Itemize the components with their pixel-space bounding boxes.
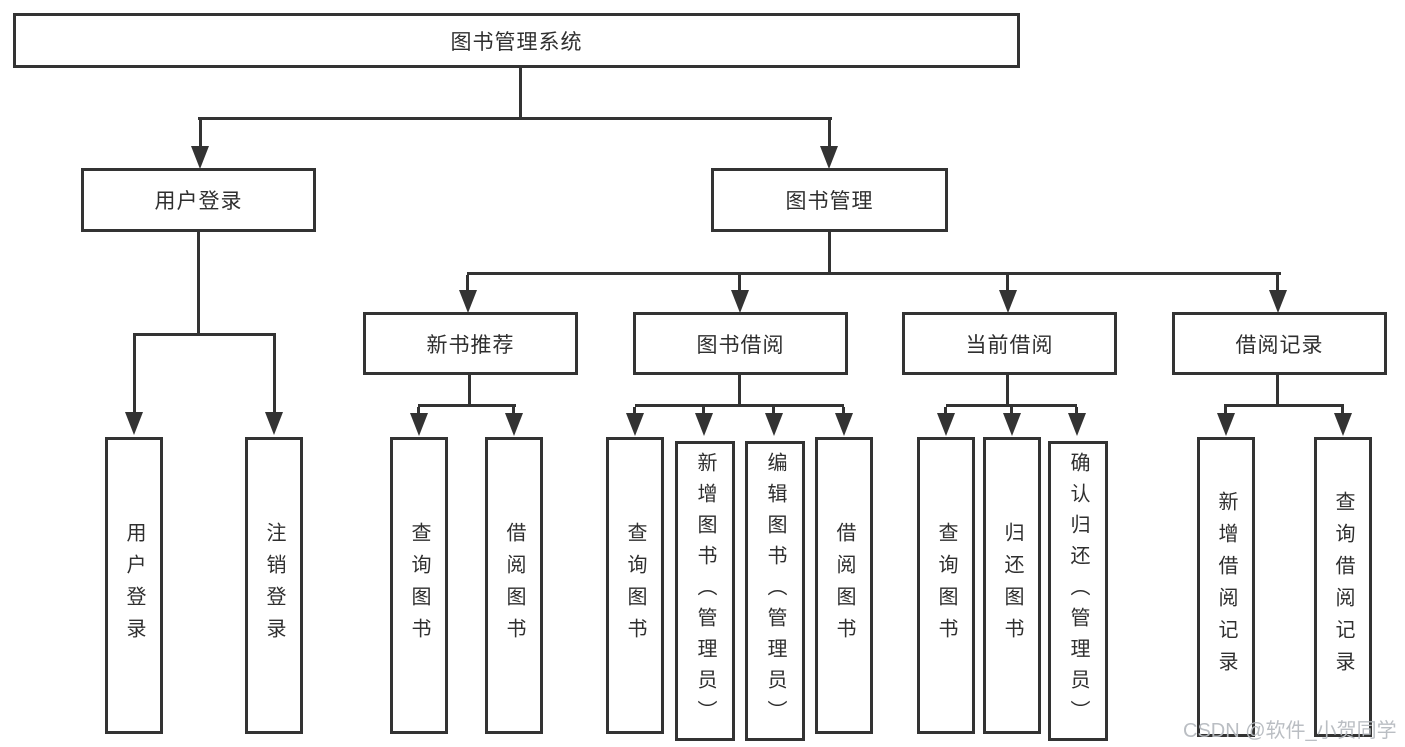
leaf-label: 注销登录	[263, 521, 285, 650]
node-add-borrow-record: 新增借阅记录	[1197, 437, 1255, 737]
leaf-label: 确认归还（管理员）	[1067, 451, 1089, 731]
leaf-label: 用户登录	[123, 521, 145, 650]
leaf-label: 借阅图书	[833, 521, 855, 650]
connector-db-stem2	[1010, 407, 1013, 414]
node-query-borrow-record: 查询借阅记录	[1314, 437, 1372, 737]
node-user-login: 用户登录	[105, 437, 163, 734]
connector-rb-bar	[1224, 404, 1344, 407]
connector-jb-bar	[635, 404, 844, 407]
csdn-watermark: CSDN @软件_小贺同学	[1183, 720, 1397, 742]
connector-jb-stem4	[842, 407, 845, 414]
leaf-label: 查询图书	[408, 521, 430, 650]
arrowhead-borrow-records	[1269, 290, 1287, 313]
arrowhead-jb-3	[765, 413, 783, 436]
connector-nb-stem2	[512, 407, 515, 414]
node-edit-book-admin: 编辑图书（管理员）	[745, 441, 805, 741]
connector-db-down	[1006, 375, 1009, 406]
connector-level2-bar	[198, 117, 832, 120]
connector-root-stem	[519, 68, 522, 120]
leaf-label: 新增借阅记录	[1215, 491, 1237, 683]
connector-jb-stem2	[702, 407, 705, 414]
node-user-login-branch: 用户登录	[81, 168, 316, 232]
connector-ul-bar	[133, 333, 276, 336]
connector-rb-stem2	[1341, 407, 1344, 414]
connector-ul-down	[197, 232, 200, 335]
arrowhead-user-login	[191, 146, 209, 169]
connector-nb-stem1	[417, 407, 420, 414]
connector-jb-down	[738, 375, 741, 406]
connector-jb-stem1	[633, 407, 636, 414]
arrowhead-jb-2	[695, 413, 713, 436]
arrowhead-new-book	[459, 290, 477, 313]
node-book-management: 图书管理	[711, 168, 948, 232]
arrowhead-ul-child1	[125, 412, 143, 435]
connector-l3-stem-4	[1276, 275, 1279, 291]
node-borrowing-records: 借阅记录	[1172, 312, 1387, 375]
connector-nb-bar	[418, 404, 516, 407]
connector-ul-child2-stem	[273, 336, 276, 413]
arrowhead-db-1	[937, 413, 955, 436]
connector-l3-stem-3	[1006, 275, 1009, 291]
node-query-books-recommend: 查询图书	[390, 437, 448, 734]
connector-rb-down	[1276, 375, 1279, 406]
node-logout: 注销登录	[245, 437, 303, 734]
leaf-label: 查询图书	[624, 521, 646, 650]
connector-level3-bar	[467, 272, 1281, 275]
connector-user-login-stem	[199, 120, 202, 147]
connector-db-stem1	[944, 407, 947, 414]
node-borrow-books: 借阅图书	[815, 437, 873, 734]
arrowhead-rb-2	[1334, 413, 1352, 436]
connector-bm-down	[828, 232, 831, 274]
connector-db-bar	[946, 404, 1077, 407]
connector-l3-stem-1	[466, 275, 469, 291]
arrowhead-nb-1	[410, 413, 428, 436]
connector-rb-stem1	[1224, 407, 1227, 414]
arrowhead-db-2	[1003, 413, 1021, 436]
node-library-management-system: 图书管理系统	[13, 13, 1020, 68]
node-new-book-recommendation: 新书推荐	[363, 312, 578, 375]
leaf-label: 归还图书	[1001, 521, 1023, 650]
arrowhead-ul-child2	[265, 412, 283, 435]
node-current-borrowing: 当前借阅	[902, 312, 1117, 375]
leaf-label: 新增图书（管理员）	[694, 451, 716, 731]
connector-book-mgmt-stem	[828, 120, 831, 147]
node-add-book-admin: 新增图书（管理员）	[675, 441, 735, 741]
arrowhead-jb-4	[835, 413, 853, 436]
arrowhead-db-3	[1068, 413, 1086, 436]
node-query-books-borrow: 查询图书	[606, 437, 664, 734]
arrowhead-book-mgmt	[820, 146, 838, 169]
arrowhead-rb-1	[1217, 413, 1235, 436]
leaf-label: 查询借阅记录	[1332, 491, 1354, 683]
node-book-borrowing: 图书借阅	[633, 312, 848, 375]
leaf-label: 查询图书	[935, 521, 957, 650]
leaf-label: 编辑图书（管理员）	[764, 451, 786, 731]
connector-nb-down	[468, 375, 471, 406]
arrowhead-jb-1	[626, 413, 644, 436]
connector-ul-child1-stem	[133, 336, 136, 413]
node-query-books-current: 查询图书	[917, 437, 975, 734]
connector-db-stem3	[1075, 407, 1078, 414]
node-confirm-return-admin: 确认归还（管理员）	[1048, 441, 1108, 741]
leaf-label: 借阅图书	[503, 521, 525, 650]
node-borrow-books-recommend: 借阅图书	[485, 437, 543, 734]
node-return-books: 归还图书	[983, 437, 1041, 734]
arrowhead-current-borrow	[999, 290, 1017, 313]
arrowhead-book-borrow	[731, 290, 749, 313]
arrowhead-nb-2	[505, 413, 523, 436]
connector-l3-stem-2	[738, 275, 741, 291]
connector-jb-stem3	[772, 407, 775, 414]
